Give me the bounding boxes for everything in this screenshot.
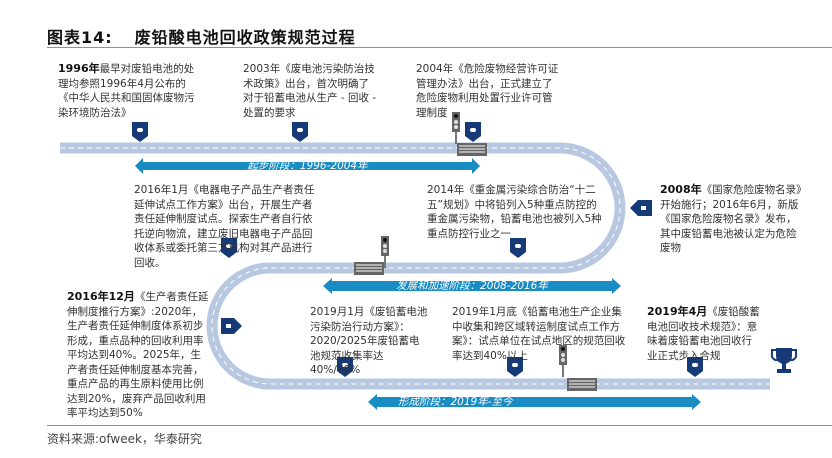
event-text: 《危险废物经营许可证管理办法》出台，正式建立了危险废物利用处置行业许可管理制度 xyxy=(416,63,559,119)
stage-label-1: 起步阶段：1996-2004年 xyxy=(247,160,368,172)
crosswalk-icon xyxy=(456,142,488,157)
event-text: 《电器电子产品生产者责任延伸试点工作方案》出台，开展生产者责任延伸制度试点。探索… xyxy=(134,184,315,269)
crosswalk-icon xyxy=(566,377,598,392)
trophy-icon xyxy=(770,348,798,373)
event-text: 《铅蓄电池生产企业集中收集和跨区域转运制度试点工作方案》：试点单位在试点地区的规… xyxy=(452,306,626,362)
marker-icon xyxy=(132,122,148,142)
event-2004: 2004年《危险废物经营许可证管理办法》出台，正式建立了危险废物利用处置行业许可… xyxy=(416,62,561,120)
event-date: 2003年 xyxy=(243,63,281,75)
event-date: 2014年 xyxy=(427,184,465,196)
event-2019-01: 2019月1月《废铅蓄电池污染防治行动方案》：2020/2025年废铅蓄电池规范… xyxy=(310,305,428,378)
event-text: 最早对废铅电池的处理均参照1996年4月公布的《中华人民共和国固体废物污染环境防… xyxy=(58,63,195,119)
event-date: 2019年4月 xyxy=(647,305,708,318)
event-1996: 1996年最早对废铅电池的处理均参照1996年4月公布的《中华人民共和国固体废物… xyxy=(58,62,200,120)
event-text: 《废铅蓄电池污染防治行动方案》：2020/2025年废铅蓄电池规范收集率达40%… xyxy=(310,306,428,376)
figure-title-text: 废铅酸电池回收政策规范过程 xyxy=(134,28,356,47)
marker-icon xyxy=(510,238,526,258)
event-text: 《生产者责任延伸制度推行方案》:2020年，生产者责任延伸制度体系初步形成，重点… xyxy=(67,291,209,419)
marker-icon xyxy=(465,122,481,142)
footer-divider xyxy=(47,425,832,426)
event-text: 《重金属污染综合防治“十二五”规划》中将铅列入5种重点防控的重金属污染物，铅蓄电… xyxy=(427,184,602,240)
marker-icon xyxy=(292,122,308,142)
event-date: 2016年12月 xyxy=(67,290,135,303)
event-text: 《废电池污染防治技术政策》出台，首次明确了对于铅蓄电池从生产 - 回收 - 处置… xyxy=(243,63,377,119)
stage-arrow-2 xyxy=(323,278,621,294)
event-2016-01: 2016年1月《电器电子产品生产者责任延伸试点工作方案》出台，开展生产者责任延伸… xyxy=(134,183,319,270)
event-text: 《废铅酸蓄电池回收技术规范》：意味着废铅蓄电池回收行业正式步入合规 xyxy=(647,306,760,362)
figure-number: 图表14: xyxy=(47,28,113,47)
stage-arrow-3 xyxy=(368,394,701,410)
stage-label-2: 发展和加速阶段：2008-2016年 xyxy=(396,280,548,292)
road-dashes xyxy=(60,147,770,385)
stage-label-3: 形成阶段：2019年-至今 xyxy=(398,396,513,408)
event-date: 2004年 xyxy=(416,63,454,75)
event-2016-12: 2016年12月《生产者责任延伸制度推行方案》:2020年，生产者责任延伸制度体… xyxy=(67,290,209,421)
event-2008: 2008年《国家危险废物名录》开始施行；2016年6月，新版《国家危险废物名录》… xyxy=(660,183,805,256)
event-date: 2016年1月 xyxy=(134,184,189,196)
figure-title: 图表14: 废铅酸电池回收政策规范过程 xyxy=(47,24,356,48)
title-divider xyxy=(47,47,832,48)
event-text: 《国家危险废物名录》开始施行；2016年6月，新版《国家危险废物名录》发布，其中… xyxy=(660,184,802,254)
event-2014: 2014年《重金属污染综合防治“十二五”规划》中将铅列入5种重点防控的重金属污染… xyxy=(427,183,607,241)
event-date: 2019月1月 xyxy=(310,306,365,318)
event-date: 1996年 xyxy=(58,62,100,75)
crosswalk-icon xyxy=(353,261,385,276)
event-date: 2008年 xyxy=(660,183,702,196)
event-2003: 2003年《废电池污染防治技术政策》出台，首次明确了对于铅蓄电池从生产 - 回收… xyxy=(243,62,378,120)
stage-arrow-1 xyxy=(135,158,480,174)
event-2019-01-end: 2019年1月底《铅蓄电池生产企业集中收集和跨区域转运制度试点工作方案》：试点单… xyxy=(452,305,627,363)
marker-right-icon xyxy=(221,318,242,334)
source-note: 资料来源:ofweek，华泰研究 xyxy=(47,432,202,446)
event-2019-04: 2019年4月《废铅酸蓄电池回收技术规范》：意味着废铅蓄电池回收行业正式步入合规 xyxy=(647,305,762,363)
event-date: 2019年1月底 xyxy=(452,306,517,318)
